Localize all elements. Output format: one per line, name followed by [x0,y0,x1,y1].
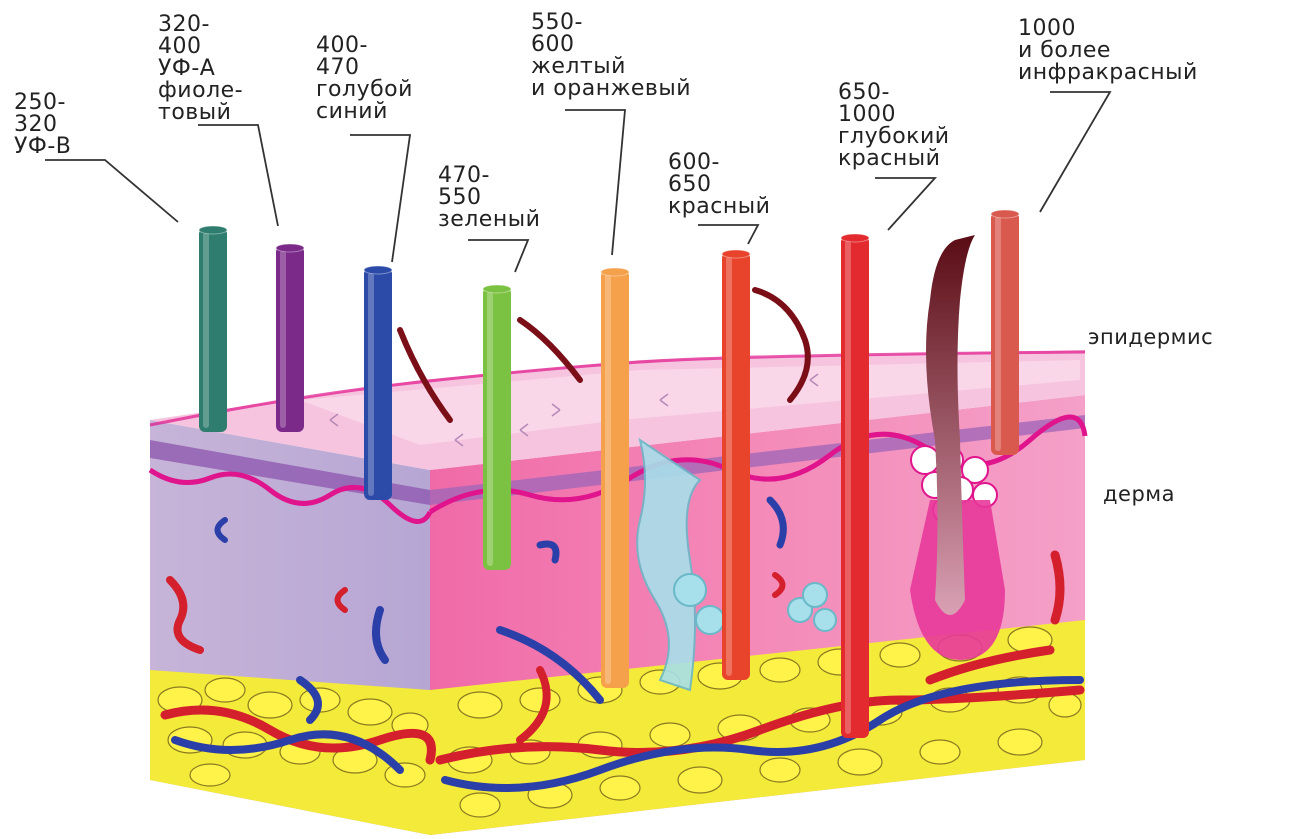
leader-line-5 [565,110,625,255]
light-rod-cap-7 [841,234,869,242]
light-rod-cap-4 [483,285,511,293]
light-rod-highlight-5 [605,274,611,684]
light-rod-highlight-8 [995,216,1001,451]
light-rod-cap-6 [722,250,750,258]
leader-line-3 [350,135,410,262]
light-rod-cap-3 [364,266,392,274]
light-rod-cap-2 [276,244,304,252]
light-rod-cap-1 [199,226,227,234]
light-rod-cap-8 [991,210,1019,218]
layer-label-epidermis: эпидермис [1088,325,1213,349]
leader-line-4 [468,240,528,272]
leader-line-2 [198,125,278,226]
leader-line-8 [1040,92,1110,212]
light-rod-highlight-6 [726,256,732,676]
leader-line-6 [698,225,758,244]
leader-line-7 [875,178,935,230]
light-rod-highlight-1 [203,232,209,428]
light-rod-cap-5 [601,268,629,276]
light-rod-highlight-4 [487,291,493,566]
light-rod-highlight-2 [280,250,286,428]
light-rod-highlight-7 [845,240,851,734]
leader-line-1 [45,160,178,222]
light-rod-highlight-3 [368,272,374,496]
layer-label-dermis: дерма [1103,482,1175,506]
